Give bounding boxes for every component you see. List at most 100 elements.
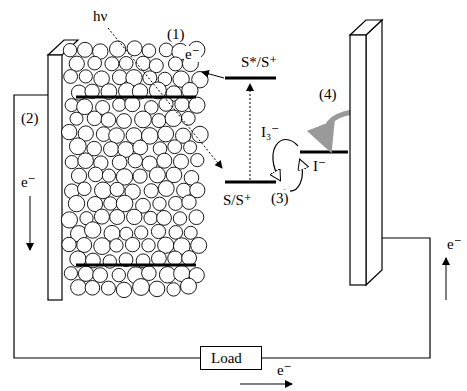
- excitation-arrow: [250, 84, 251, 180]
- tio2-particle: [135, 226, 148, 239]
- electron-label: e⁻: [446, 236, 463, 252]
- reduction-arrow: [326, 112, 352, 144]
- counter-electrode: [350, 20, 382, 285]
- electron-label: e⁻: [20, 174, 37, 190]
- tio2-particle: [88, 56, 102, 70]
- tio2-particle: [101, 281, 115, 295]
- tio2-particles: [61, 41, 208, 298]
- tio2-particle: [95, 182, 112, 199]
- tio2-particle: [65, 99, 78, 112]
- tio2-particle: [151, 224, 165, 238]
- tio2-particle: [184, 226, 197, 239]
- tio2-particle: [144, 211, 157, 224]
- tio2-particle: [175, 97, 189, 111]
- tio2-particle: [136, 56, 150, 70]
- tio2-particle: [159, 97, 173, 111]
- tio2-particle: [168, 140, 182, 154]
- tio2-particle: [169, 57, 183, 71]
- tio2-particle: [94, 238, 111, 255]
- tio2-particle: [166, 167, 182, 183]
- tio2-particle: [182, 251, 197, 266]
- electron-arrow: [30, 196, 31, 250]
- load-label: Load: [211, 350, 251, 366]
- tio2-particle: [158, 126, 174, 142]
- tio2-particle: [142, 266, 157, 281]
- tio2-particle: [62, 237, 76, 251]
- tio2-particle: [133, 140, 148, 155]
- tio2-particle: [189, 210, 204, 225]
- tio2-particle: [110, 182, 124, 196]
- electron-label: e⁻: [184, 46, 201, 62]
- species-label: I₃⁻: [260, 124, 280, 140]
- tio2-particle: [112, 268, 125, 281]
- tio2-particle: [189, 97, 205, 113]
- tio2-particle: [94, 209, 109, 224]
- tio2-particle: [61, 212, 77, 228]
- tio2-particle: [104, 197, 117, 210]
- tio2-particle: [101, 113, 116, 128]
- tio2-particle: [110, 41, 126, 57]
- regeneration-arrow: [284, 160, 302, 191]
- tio2-particle: [135, 111, 152, 128]
- tio2-particle: [119, 57, 133, 71]
- tio2-particle: [69, 138, 86, 155]
- callout-number: (2): [20, 110, 40, 126]
- tio2-particle: [113, 98, 126, 111]
- tio2-particle: [117, 114, 132, 129]
- tio2-particle: [142, 44, 156, 58]
- tio2-particle: [184, 141, 197, 154]
- tio2-particle: [153, 197, 166, 210]
- callout-number: (1): [166, 26, 186, 42]
- tio2-particle: [71, 168, 86, 183]
- tio2-particle: [78, 182, 92, 196]
- tio2-particle: [93, 268, 108, 283]
- tio2-particle: [133, 279, 150, 296]
- tio2-particle: [78, 42, 93, 57]
- tio2-particle: [191, 154, 204, 167]
- electron-arrow: [446, 258, 447, 300]
- tio2-particle: [85, 222, 101, 238]
- regeneration-arrow: [273, 140, 298, 181]
- tio2-particle: [165, 110, 182, 127]
- light-label: hν: [92, 8, 108, 24]
- tio2-particle: [181, 278, 197, 294]
- tio2-particle: [109, 128, 125, 144]
- tio2-particle: [191, 237, 207, 253]
- tio2-particle: [169, 196, 183, 210]
- tio2-particle: [88, 167, 103, 182]
- tio2-particle: [125, 237, 139, 251]
- tio2-particle: [144, 184, 158, 198]
- tio2-particle: [78, 153, 94, 169]
- tio2-particle: [78, 266, 93, 281]
- tio2-particle: [127, 209, 142, 224]
- electron-arrow: [240, 384, 292, 385]
- load-box: Load: [200, 346, 262, 370]
- tio2-particle: [64, 267, 77, 280]
- tio2-particle: [68, 195, 84, 211]
- tio2-particle: [77, 238, 92, 253]
- tio2-particle: [71, 280, 87, 296]
- tio2-particle: [169, 226, 183, 240]
- tio2-particle: [85, 281, 100, 296]
- tio2-particle: [104, 142, 119, 157]
- injection-arrow: [202, 72, 224, 78]
- tio2-particle: [105, 57, 119, 71]
- tio2-particle: [69, 56, 84, 71]
- tio2-particle: [157, 153, 172, 168]
- electron-label: e⁻: [276, 362, 293, 378]
- tio2-particle: [181, 111, 195, 125]
- tio2-particle: [128, 154, 142, 168]
- tio2-particle: [149, 167, 165, 183]
- tio2-particle: [70, 112, 83, 125]
- callout-number: (4): [318, 86, 338, 102]
- tio2-particle: [182, 195, 196, 209]
- tio2-particle: [63, 44, 76, 57]
- level-label: S*/S⁺: [240, 54, 278, 70]
- tio2-particle: [173, 212, 186, 225]
- tio2-particle: [167, 283, 180, 296]
- tio2-particle: [158, 181, 174, 197]
- tio2-particle: [133, 169, 147, 183]
- callout-number: (3): [270, 190, 290, 206]
- tio2-particle: [142, 239, 155, 252]
